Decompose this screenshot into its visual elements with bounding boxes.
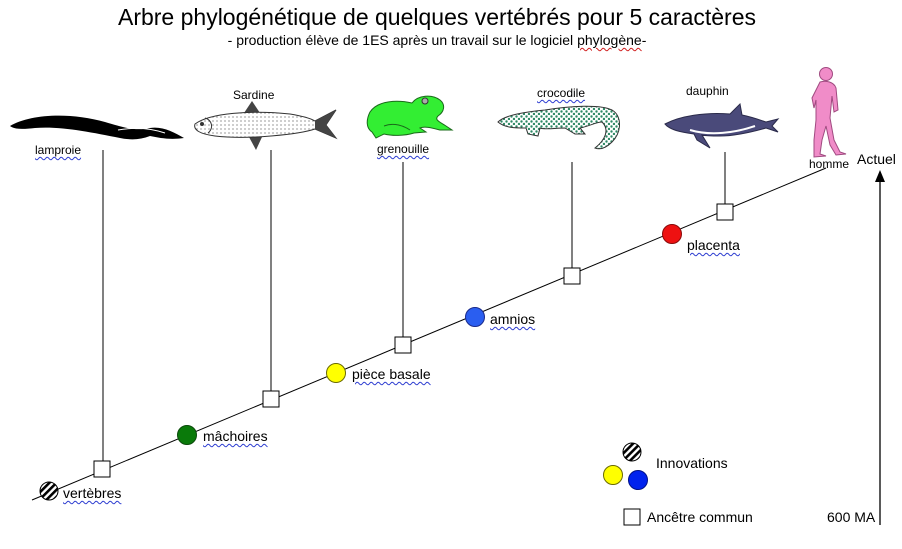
innovation-machoires-icon: [177, 425, 197, 445]
ancestor-node: [262, 390, 280, 408]
innovation-label-amnios: amnios: [490, 311, 536, 327]
species-label-grenouille: grenouille: [377, 142, 430, 156]
legend-yellow-icon: [603, 465, 623, 485]
grenouille-icon: [366, 95, 454, 139]
species-label-homme: homme: [809, 157, 850, 171]
innovation-label-vertebres: vertèbres: [63, 485, 122, 501]
innovation-label-machoires: mâchoires: [203, 428, 268, 444]
time-axis-top-label: Actuel: [857, 151, 896, 167]
sardine-icon: [194, 101, 338, 150]
ancestor-node: [563, 267, 581, 285]
innovation-label-piece-basale: pièce basale: [352, 366, 431, 382]
dauphin-icon: [664, 102, 780, 149]
species-label-lamproie: lamproie: [35, 143, 82, 157]
subtitle-software: phylogène: [577, 32, 642, 48]
crocodile-icon: [497, 105, 620, 150]
ancestor-node: [394, 336, 412, 354]
legend-ancestor-icon: [623, 508, 641, 526]
diagram-subtitle: - production élève de 1ES après un trava…: [0, 32, 874, 48]
time-axis-bottom-label: 600 MA: [827, 509, 876, 525]
innovation-amnios-icon: [465, 307, 485, 327]
ancestor-node: [716, 203, 734, 221]
subtitle-prefix: - production élève de 1ES après un trava…: [227, 32, 578, 48]
species-label-sardine: Sardine: [233, 88, 275, 102]
diagram-title: Arbre phylogénétique de quelques vertébr…: [117, 4, 756, 30]
legend-blue-icon: [628, 470, 648, 490]
subtitle-suffix: -: [641, 32, 647, 48]
legend-innovations-label: Innovations: [656, 455, 728, 471]
legend-ancestor-label: Ancêtre commun: [647, 509, 753, 525]
innovation-vertebres-icon: [39, 481, 59, 501]
innovation-piece-basale-icon: [326, 363, 346, 383]
homme-icon: [811, 67, 847, 158]
innovation-label-piece-basale-text: pièce basale: [352, 366, 431, 382]
legend-hatched-icon: [622, 442, 642, 462]
innovation-placenta-icon: [662, 224, 682, 244]
time-axis-arrow-icon: [875, 170, 885, 182]
tree-trunk: [31, 167, 827, 501]
lamproie-icon: [10, 115, 184, 140]
species-label-crocodile: crocodile: [537, 86, 586, 100]
ancestor-node: [93, 460, 111, 478]
species-label-dauphin: dauphin: [686, 84, 729, 98]
innovation-label-placenta: placenta: [687, 237, 740, 253]
